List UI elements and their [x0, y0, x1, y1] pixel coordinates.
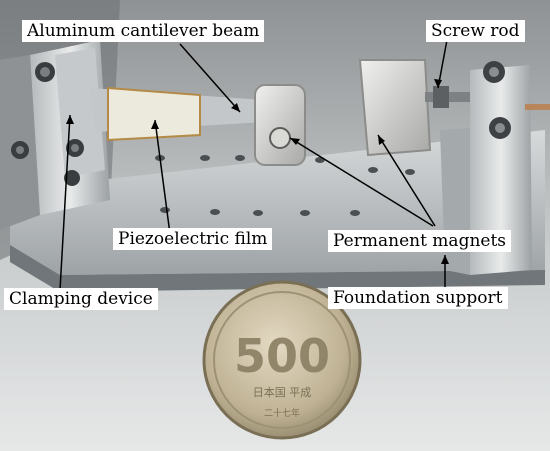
screw-nut — [433, 86, 449, 108]
tip-magnet — [254, 84, 306, 166]
coin — [202, 280, 362, 440]
arrow-heads — [66, 79, 449, 264]
piezoelectric-film — [107, 86, 201, 142]
arrow-magnet-2 — [377, 134, 436, 227]
clamp-screws — [11, 62, 84, 186]
base-plate-edge — [10, 245, 545, 292]
coin-bottom-kanji: 二十七年 — [264, 407, 300, 419]
arrow-piezo — [154, 119, 171, 235]
arrow-magnet-1 — [289, 137, 434, 227]
annotation-arrows — [59, 39, 448, 291]
label-permanent-magnets: Permanent magnets — [328, 230, 512, 252]
foundation-support — [470, 65, 532, 275]
screw-rod — [425, 92, 495, 102]
label-aluminum-cantilever-beam: Aluminum cantilever beam — [22, 20, 265, 42]
tip-magnet-screw — [269, 127, 291, 149]
fixed-magnet — [358, 59, 432, 157]
foundation-support-side — [440, 128, 470, 275]
label-piezoelectric-film: Piezoelectric film — [113, 228, 273, 250]
coin-kanji: 日本国 平成 — [253, 385, 312, 399]
arrow-beam — [179, 43, 241, 113]
coin-rim — [213, 291, 351, 429]
coin-value: 500 — [234, 329, 330, 383]
label-clamping-device: Clamping device — [4, 288, 158, 310]
label-foundation-support: Foundation support — [328, 287, 508, 309]
foundation-screws — [483, 61, 511, 139]
arrow-clamp — [59, 114, 71, 291]
label-screw-rod: Screw rod — [426, 20, 525, 42]
wire — [525, 104, 550, 110]
